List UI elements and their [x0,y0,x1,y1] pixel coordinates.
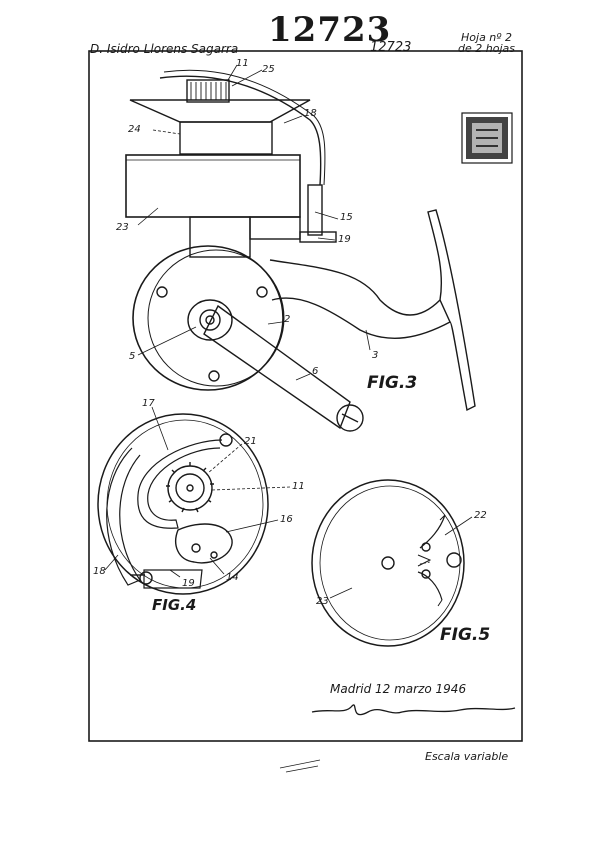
inventor-name: D. Isidro Llorens Sagarra [90,42,239,56]
ref-23-top: 23 [116,222,129,233]
line-guide-wire [159,75,322,186]
ref-14: 14 [226,572,239,583]
patent-number: 12723 [268,10,392,50]
leader-lines [104,64,473,599]
ref-18-mid: 18 [93,566,106,577]
ref-24: 24 [128,124,141,135]
ref-5: 5 [129,351,136,362]
ref-11-top: 11 [236,58,249,69]
fig4-disc [97,413,269,595]
figure-4-label: FIG.4 [152,596,197,614]
drawing-border [88,50,523,742]
stray-marks [279,759,321,773]
ref-21: 21 [244,436,257,447]
spool-hub [179,121,273,155]
ref-18-top: 18 [304,108,317,119]
figure-5-drawing [311,479,465,647]
ref-23-mid: 23 [316,596,329,607]
spool-gear-top [186,79,230,103]
rod-foot [269,259,451,339]
ref-3: 3 [372,350,379,361]
mount-block [189,216,251,258]
figure-3-drawing [125,69,476,432]
fig4-inner-spring [137,439,223,529]
drum [125,154,301,218]
ref-11-mid: 11 [292,481,305,492]
fig4-outer-spring [106,447,141,586]
ref-16: 16 [280,514,293,525]
city-date: Madrid 12 marzo 1946 [330,682,467,696]
fig4-gear [166,462,214,513]
figure-5-label: FIG.5 [440,625,491,645]
fig5-center-hole [381,556,395,570]
ref-15: 15 [340,212,353,223]
crank-knob [336,404,364,432]
sheet-label: Hoja nº 2 de 2 hojas [458,32,515,54]
ref-25: 25 [262,64,275,75]
scale-note: Escala variable [425,750,509,763]
ref-6: 6 [312,366,319,377]
fig5-disc [311,479,465,647]
sheet-label-line2: de 2 hojas [458,42,515,55]
ref-19-mid: 19 [182,578,195,589]
ref-19-top: 19 [338,234,351,245]
crank-hub [187,299,233,341]
fig4-bracket [143,569,203,589]
crank-arm [203,304,351,430]
ref-17: 17 [142,398,155,409]
sheet-label-line1: Hoja nº 2 [461,31,512,44]
fig5-spring-lower [417,571,443,601]
ref-2: 2 [284,314,291,325]
figure-3-label: FIG.3 [367,373,418,393]
fig4-pawl [175,523,233,564]
bail-rod [307,184,323,236]
spool-top [129,99,311,123]
figure-4-drawing [97,413,269,595]
signature [311,704,516,716]
ref-22: 22 [474,510,487,521]
reel-body [132,245,284,391]
tax-stamp [461,112,513,164]
